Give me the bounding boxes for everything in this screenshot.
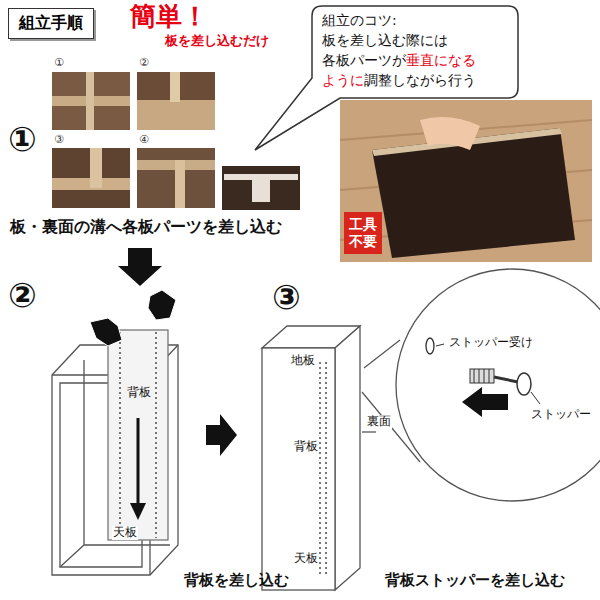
insert-arrow (130, 418, 146, 520)
badge-text: 工具不要 (349, 216, 377, 250)
part-name: 天板 (112, 526, 138, 540)
cabinet-step3 (262, 326, 376, 590)
stopper-inset (362, 269, 600, 501)
tip-line: 各板パーツが垂直になる (322, 50, 476, 70)
tip-callout: 組立のコツ:板を差し込む際には各板パーツが垂直になるように調整しながら行う (322, 10, 476, 90)
part-name: ストッパー (530, 408, 592, 422)
tip-text: 各板パーツが (322, 52, 406, 68)
subheadline: 板を差し込むだけ (165, 34, 269, 49)
photo-number: ③ (54, 134, 64, 147)
tip-line: 組立のコツ: (322, 10, 476, 30)
hands (90, 290, 176, 346)
speech-bubble (255, 6, 518, 150)
part-name: 地板 (290, 354, 316, 368)
tip-text: 垂直になる (406, 52, 476, 68)
tip-line: ように調整しながら行う (322, 70, 476, 90)
part-name: 背板 (126, 386, 152, 400)
right-arrow (206, 414, 237, 456)
no-tools-badge: 工具不要 (344, 212, 382, 254)
cabinet-step2 (52, 330, 178, 575)
title-box: 組立手順 (8, 8, 94, 39)
part-name: 背板 (293, 440, 319, 454)
photo-number: ① (54, 57, 64, 70)
tip-text: ように (322, 72, 364, 88)
part-name: ストッパー受け (448, 336, 534, 350)
step-caption: 背板ストッパーを差し込む (385, 572, 565, 589)
tip-text: 調整しながら行う (364, 72, 476, 88)
step-number: ① (8, 120, 37, 159)
tip-text: 板を差し込む際には (322, 32, 448, 48)
tip-photo (340, 100, 592, 262)
down-arrow (118, 248, 162, 286)
tip-text: 組立のコツ: (322, 12, 397, 28)
part-name: 裏面 (366, 415, 392, 429)
photo-number: ② (139, 57, 149, 70)
part-name: 天板 (293, 552, 319, 566)
step-caption: 背板を差し込む (184, 572, 289, 589)
slot-profile (222, 166, 300, 210)
step-number: ③ (272, 278, 301, 317)
box-title: 組立手順 (19, 13, 83, 32)
step-number: ② (8, 276, 37, 315)
headline: 簡単！ (130, 2, 208, 32)
step-caption: 板・裏面の溝へ各板パーツを差し込む (10, 218, 282, 236)
photo-number: ④ (139, 134, 149, 147)
tip-line: 板を差し込む際には (322, 30, 476, 50)
slot-photos (52, 72, 215, 208)
